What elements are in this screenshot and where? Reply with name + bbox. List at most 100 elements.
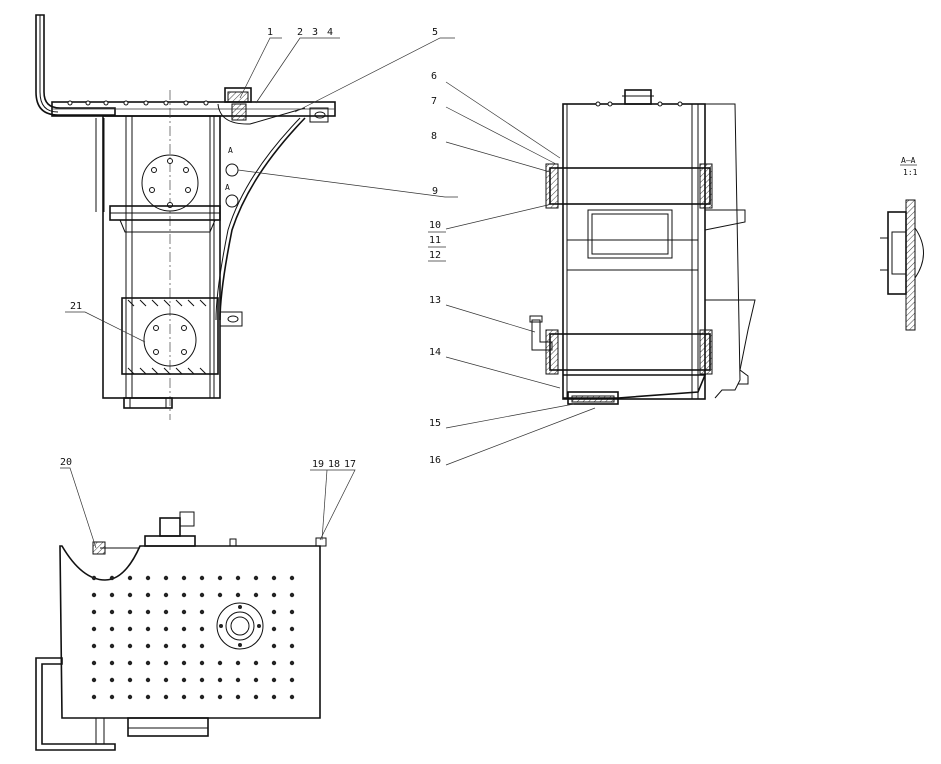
perforation-dot	[163, 609, 169, 615]
label-5: 5	[432, 27, 438, 38]
view-section-aa: A–A 1:1	[880, 156, 924, 331]
perforation-dot	[163, 694, 169, 700]
top-plate-bolts	[67, 100, 209, 106]
label-8: 8	[431, 131, 437, 142]
label-13: 13	[429, 295, 441, 306]
leaders-view-top-left	[65, 37, 458, 343]
perforation-dot	[91, 694, 97, 700]
perforation-dot	[181, 609, 187, 615]
perforation-dot	[271, 626, 277, 632]
perforation-dot	[163, 592, 169, 598]
perforation-dot	[217, 592, 223, 598]
label-4: 4	[327, 27, 333, 38]
perforation-dot	[163, 575, 169, 581]
perforation-dot	[145, 592, 151, 598]
perforation-dot	[199, 609, 205, 615]
label-14: 14	[429, 347, 441, 358]
perforation-dot	[253, 592, 259, 598]
label-16: 16	[429, 455, 441, 466]
label-1: 1	[267, 27, 273, 38]
perforation-dot	[145, 660, 151, 666]
perforation-dot	[127, 575, 133, 581]
perforation-dot	[181, 592, 187, 598]
perforation-dot	[289, 694, 295, 700]
perforation-dot	[109, 643, 115, 649]
perforation-dot	[199, 660, 205, 666]
perforation-dot	[181, 575, 187, 581]
perforation-dot	[235, 694, 241, 700]
perforation-dot	[109, 592, 115, 598]
perforation-dot	[145, 609, 151, 615]
perforation-dot	[253, 575, 259, 581]
perforation-dot	[289, 677, 295, 683]
label-11: 11	[429, 235, 441, 246]
perforation-dot	[91, 626, 97, 632]
perforation-dot	[181, 626, 187, 632]
perforation-dot	[289, 575, 295, 581]
label-15: 15	[429, 418, 441, 429]
view-section-right	[529, 89, 756, 405]
perforation-dot	[253, 677, 259, 683]
label-18: 18	[328, 459, 340, 470]
perforation-dot	[217, 660, 223, 666]
perforation-dot	[109, 609, 115, 615]
perforation-dot	[199, 592, 205, 598]
label-6: 6	[431, 71, 437, 82]
perforation-dot	[109, 626, 115, 632]
perforation-dot	[235, 575, 241, 581]
section-marker-a-top: A	[228, 146, 233, 155]
perforation-dot	[145, 694, 151, 700]
perforation-dot	[91, 677, 97, 683]
perforation-dot	[127, 677, 133, 683]
perforation-dot	[127, 592, 133, 598]
perforation-dot	[109, 660, 115, 666]
label-10: 10	[429, 220, 441, 231]
perforation-dot	[289, 660, 295, 666]
label-7: 7	[431, 96, 437, 107]
label-21: 21	[70, 301, 82, 312]
section-scale: 1:1	[903, 168, 918, 177]
perforation-dot	[199, 575, 205, 581]
perforation-dot	[145, 677, 151, 683]
perforation-dot	[91, 660, 97, 666]
perforation-dot	[145, 575, 151, 581]
perforation-dot	[181, 643, 187, 649]
perforation-dot	[199, 694, 205, 700]
perforation-dot	[127, 643, 133, 649]
perforation-dot	[289, 626, 295, 632]
perforation-dot	[235, 592, 241, 598]
label-3: 3	[312, 27, 318, 38]
perforation-dot	[253, 694, 259, 700]
perforation-dot	[145, 626, 151, 632]
perforation-dot	[199, 643, 205, 649]
perforation-dot	[163, 677, 169, 683]
view-top-left: A A	[35, 14, 336, 420]
perforation-dot	[127, 694, 133, 700]
perforation-dot	[181, 660, 187, 666]
perforation-dot	[271, 609, 277, 615]
leaders-view-bottom-front	[60, 467, 356, 549]
perforation-dot	[127, 626, 133, 632]
perforation-dot	[91, 643, 97, 649]
perforation-dot	[199, 677, 205, 683]
perforation-dot	[271, 592, 277, 598]
perforation-dot	[235, 660, 241, 666]
perforation-dot	[289, 609, 295, 615]
perforation-dot	[217, 677, 223, 683]
perforation-dot	[271, 694, 277, 700]
perforation-dot	[181, 694, 187, 700]
perforation-dot	[271, 575, 277, 581]
label-2: 2	[297, 27, 303, 38]
perforation-dot-grid	[91, 575, 295, 700]
view-bottom-front	[35, 511, 327, 751]
perforation-dot	[163, 660, 169, 666]
perforation-dot	[235, 677, 241, 683]
perforation-dot	[91, 592, 97, 598]
label-19: 19	[312, 459, 324, 470]
perforation-dot	[91, 575, 97, 581]
label-17: 17	[344, 459, 356, 470]
label-20: 20	[60, 457, 72, 468]
perforation-dot	[163, 643, 169, 649]
perforation-dot	[289, 592, 295, 598]
